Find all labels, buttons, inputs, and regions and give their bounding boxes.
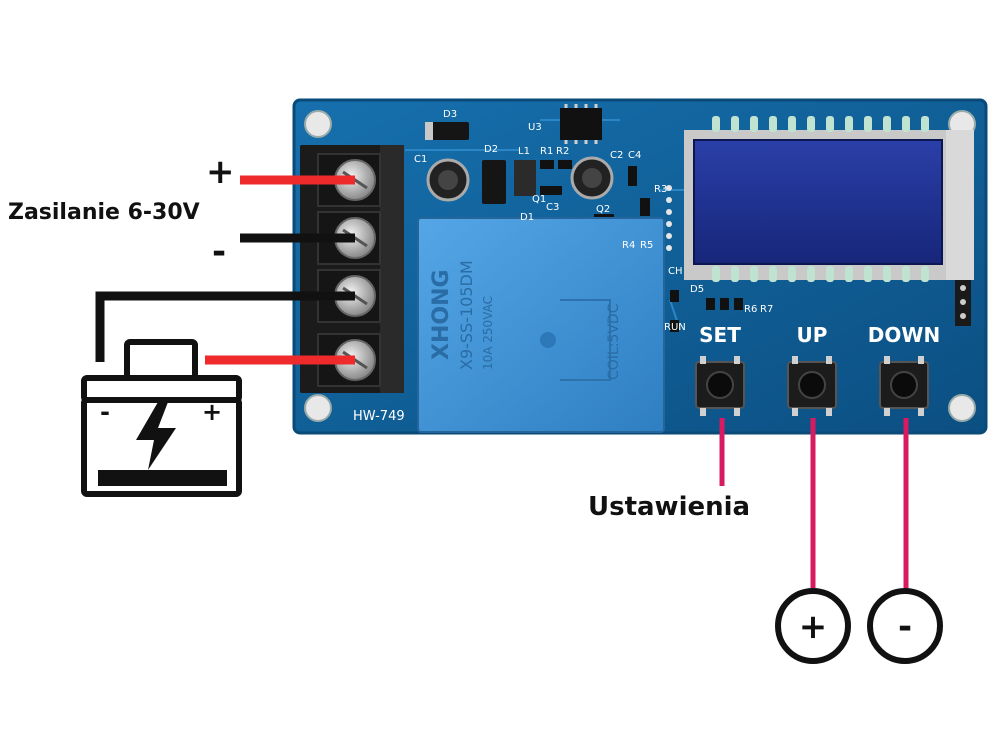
power-minus-label: -	[212, 232, 227, 272]
button-label: DOWN	[868, 323, 940, 347]
relay-brand: XHONG	[429, 269, 454, 360]
silkscreen-label: D3	[443, 109, 457, 120]
inductor-l1	[514, 160, 536, 196]
svg-text:-: -	[898, 607, 912, 647]
button-down[interactable]: DOWN	[868, 323, 940, 416]
silkscreen-label: R5	[640, 240, 653, 251]
silkscreen-label: U3	[528, 122, 542, 133]
diode-d3	[425, 122, 469, 140]
battery-minus-sign: -	[100, 398, 110, 426]
button-set[interactable]: SET	[695, 323, 745, 416]
relay-model: X9-SS-105DM	[457, 260, 476, 370]
silkscreen-label: C2	[610, 150, 623, 161]
silkscreen-label: C4	[628, 150, 641, 161]
mounting-hole	[304, 110, 332, 138]
board-model: HW-749	[353, 409, 405, 424]
silkscreen-label: R6	[744, 304, 757, 315]
svg-text:+: +	[799, 607, 828, 647]
silkscreen-label: C1	[414, 154, 427, 165]
mounting-hole	[948, 394, 976, 422]
silkscreen-label: CH	[668, 266, 683, 277]
power-plus-label: +	[206, 152, 235, 192]
battery-wires	[95, 291, 355, 365]
relay: XHONG X9-SS-105DM 10A 250VAC COIL:5VDC	[417, 217, 665, 433]
button-up[interactable]: UP	[787, 323, 837, 416]
mounting-hole	[304, 394, 332, 422]
lcd-display	[684, 116, 974, 282]
silkscreen-label: R7	[760, 304, 773, 315]
silkscreen-label: D5	[690, 284, 704, 295]
power-wires	[240, 175, 355, 243]
silkscreen-label: C3	[546, 202, 559, 213]
power-voltage-label: Zasilanie 6-30V	[8, 200, 200, 225]
battery-plus-sign: +	[202, 398, 222, 426]
up-symbol: +	[775, 588, 851, 664]
silkscreen-label: R2	[556, 146, 569, 157]
battery-icon: - +	[81, 339, 242, 497]
silkscreen-label: D1	[520, 212, 534, 223]
relay-coil: COIL:5VDC	[606, 303, 622, 380]
button-wires	[719, 418, 909, 588]
silkscreen-label: R3	[654, 184, 667, 195]
lightning-icon	[136, 402, 176, 470]
diode-d2	[482, 160, 506, 204]
silkscreen-label: D2	[484, 144, 498, 155]
battery-negative-wire	[95, 291, 355, 362]
silkscreen-label: RUN	[664, 322, 686, 333]
silkscreen-label: Q1	[532, 194, 546, 205]
button-label: UP	[797, 323, 828, 347]
silkscreen-label: L1	[518, 146, 530, 157]
silkscreen-label: Q2	[596, 204, 610, 215]
relay-rating: 10A 250VAC	[481, 296, 495, 370]
silkscreen-label: R1	[540, 146, 553, 157]
set-annotation-label: Ustawienia	[588, 492, 751, 522]
button-label: SET	[699, 323, 741, 347]
down-symbol: -	[867, 588, 943, 664]
silkscreen-label: R4	[622, 240, 635, 251]
chip-u3	[560, 108, 602, 140]
